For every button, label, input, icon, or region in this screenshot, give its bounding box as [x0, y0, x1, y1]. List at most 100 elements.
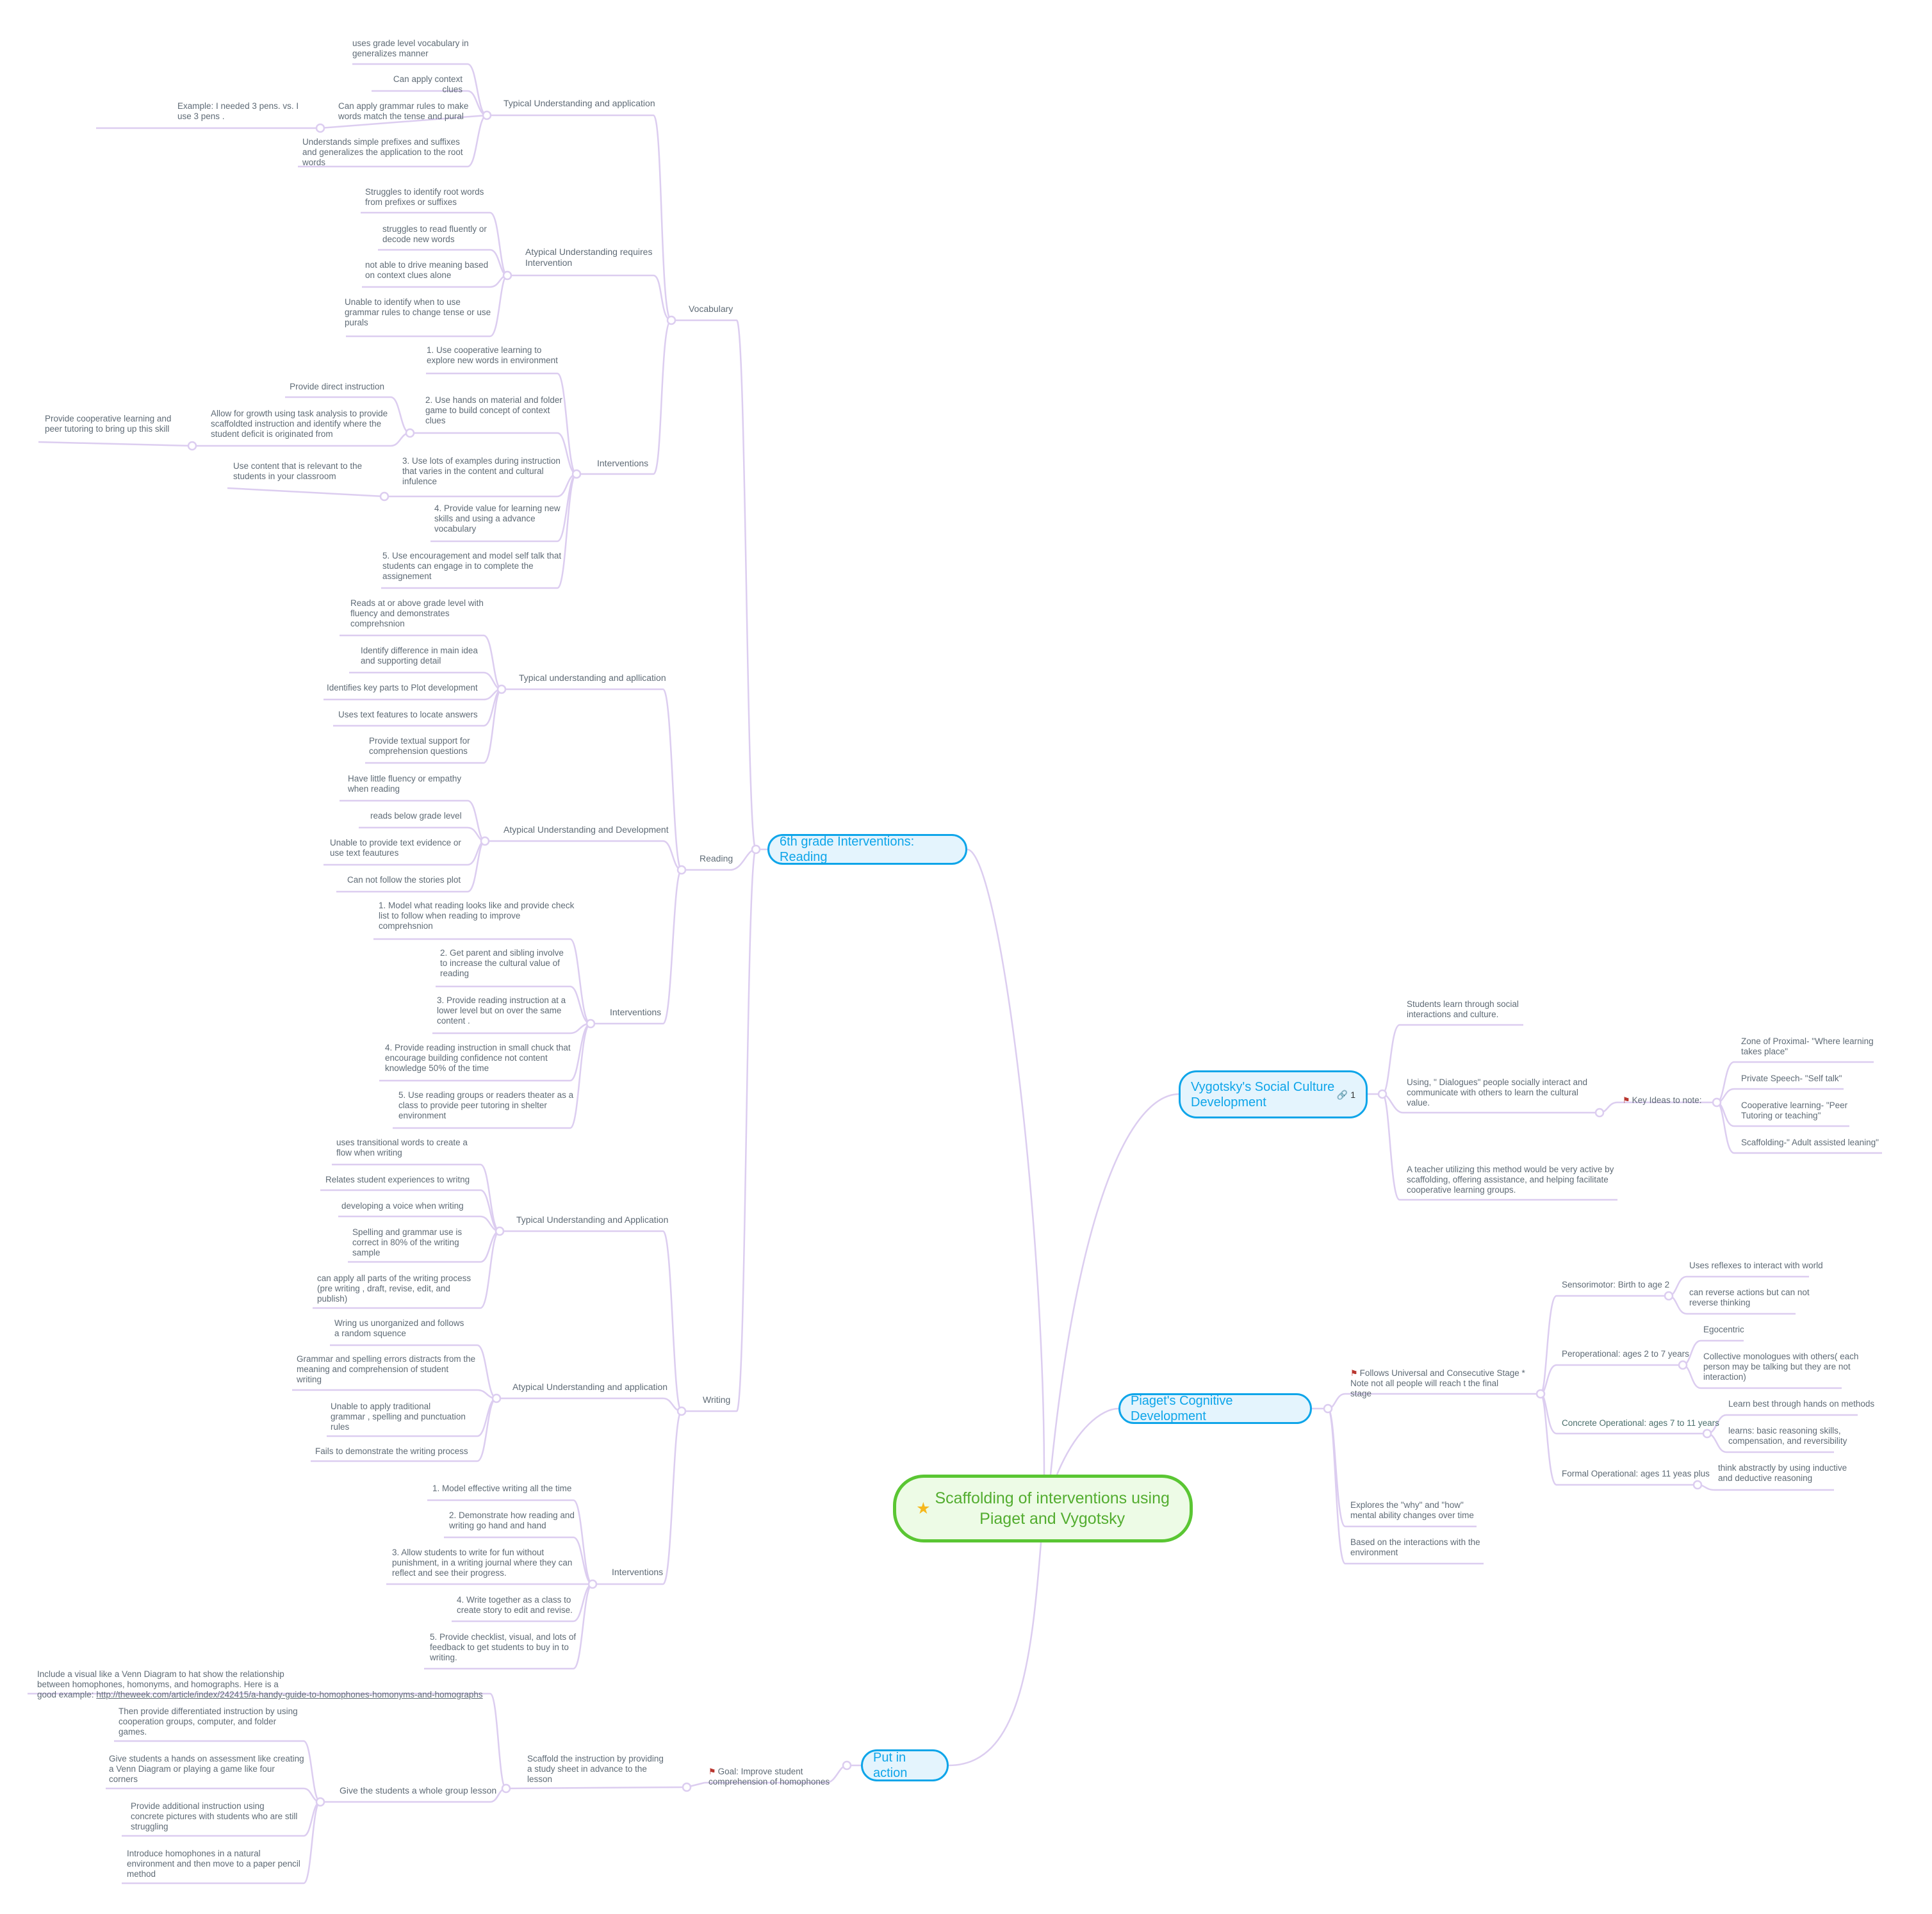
list-item[interactable]: Then provide differentiated instruction … [119, 1706, 298, 1737]
goal-node[interactable]: ⚑Goal: Improve student comprehension of … [708, 1767, 830, 1787]
list-item[interactable]: Egocentric [1703, 1325, 1744, 1334]
flag-icon: ⚑ [1623, 1095, 1630, 1105]
subtopic-reading-atypical[interactable]: Atypical Understanding and Development [503, 824, 669, 835]
list-item[interactable]: Provide cooperative learning and peer tu… [45, 414, 172, 434]
list-item[interactable]: 5. Use reading groups or readers theater… [398, 1090, 574, 1120]
list-item[interactable]: Uses text features to locate answers [338, 710, 478, 719]
central-topic[interactable]: ★ Scaffolding of interventions using Pia… [893, 1475, 1193, 1542]
subtopic-writing-interventions[interactable]: Interventions [612, 1567, 664, 1577]
list-item[interactable]: Relates student experiences to writng [325, 1175, 470, 1184]
list-item[interactable]: 5. Provide checklist, visual, and lots o… [430, 1632, 577, 1662]
list-item[interactable]: 2. Get parent and sibling involve to inc… [440, 948, 564, 978]
list-item[interactable]: 3. Allow students to write for fun witho… [392, 1548, 573, 1578]
key-ideas-node[interactable]: ⚑Key Ideas to note: [1623, 1095, 1702, 1105]
list-item[interactable]: 4. Provide reading instruction in small … [385, 1043, 571, 1073]
list-item[interactable]: Provide textual support for comprehensio… [369, 736, 470, 756]
list-item[interactable]: uses transitional words to create a flow… [336, 1138, 468, 1157]
list-item[interactable]: Include a visual like a Venn Diagram to … [37, 1669, 483, 1699]
list-item[interactable]: 1. Model effective writing all the time [432, 1484, 572, 1493]
list-item[interactable]: 3. Provide reading instruction at a lowe… [437, 995, 566, 1026]
list-item[interactable]: Unable to identify when to use grammar r… [345, 297, 491, 327]
list-item[interactable]: Using, " Dialogues" people socially inte… [1407, 1077, 1587, 1108]
list-item[interactable]: Unable to provide text evidence or use t… [330, 838, 461, 858]
topic-6th-grade-reading[interactable]: 6th grade Interventions: Reading [767, 834, 967, 865]
list-item[interactable]: Introduce homophones in a natural enviro… [127, 1849, 300, 1879]
list-item[interactable]: 5. Use encouragement and model self talk… [382, 551, 562, 581]
subtopic-writing-atypical[interactable]: Atypical Understanding and application [512, 1382, 668, 1392]
list-item[interactable]: reads below grade level [370, 811, 462, 821]
subtopic-whole-group[interactable]: Give the students a whole group lesson [340, 1785, 497, 1795]
list-item[interactable]: can apply all parts of the writing proce… [317, 1273, 471, 1304]
list-item[interactable]: Explores the "why" and "how" mental abil… [1350, 1500, 1474, 1520]
stage-label[interactable]: Formal Operational: ages 11 yeas plus [1562, 1469, 1710, 1478]
homophones-link[interactable]: http://theweek.com/article/index/242415/… [96, 1690, 483, 1699]
list-item[interactable]: Fails to demonstrate the writing process [315, 1446, 468, 1456]
list-item[interactable]: not able to drive meaning based on conte… [365, 260, 489, 280]
flag-icon: ⚑ [1350, 1368, 1358, 1378]
list-item[interactable]: Wring us unorganized and follows a rando… [334, 1318, 464, 1338]
subtopic-writing-typical[interactable]: Typical Understanding and Application [516, 1215, 669, 1225]
subtopic-reading-typical[interactable]: Typical understanding and apllication [519, 673, 666, 683]
list-item[interactable]: Understands simple prefixes and suffixes… [302, 137, 463, 167]
list-item[interactable]: Collective monologues with others( each … [1703, 1352, 1859, 1382]
topic-label: Piaget's Cognitive Development [1131, 1394, 1233, 1423]
stage-label[interactable]: Concrete Operational: ages 7 to 11 years [1562, 1418, 1719, 1428]
list-item[interactable]: 4. Provide value for learning new skills… [434, 503, 561, 534]
list-item[interactable]: Have little fluency or empathy when read… [348, 774, 462, 794]
list-item[interactable]: Spelling and grammar use is correct in 8… [352, 1227, 463, 1257]
list-item[interactable]: Students learn through social interactio… [1407, 999, 1519, 1019]
list-item[interactable]: Identify difference in main idea and sup… [361, 646, 478, 666]
list-item[interactable]: 3. Use lots of examples during instructi… [402, 456, 561, 486]
list-item[interactable]: Can not follow the stories plot [347, 875, 461, 885]
subtopic-vocab-atypical[interactable]: Atypical Understanding requires Interven… [525, 247, 653, 268]
list-item[interactable]: Struggles to identify root words from pr… [365, 187, 484, 207]
topic-piaget[interactable]: Piaget's Cognitive Development [1118, 1393, 1312, 1424]
list-item[interactable]: developing a voice when writing [341, 1201, 464, 1211]
list-item[interactable]: learns: basic reasoning skills, compensa… [1728, 1426, 1847, 1446]
list-item[interactable]: Uses reflexes to interact with world [1689, 1261, 1823, 1270]
list-item[interactable]: 2. Use hands on material and folder game… [425, 395, 562, 425]
subtopic-writing[interactable]: Writing [703, 1395, 731, 1405]
list-item[interactable]: Scaffolding-" Adult assisted leaning" [1741, 1138, 1879, 1147]
list-item[interactable]: Cooperative learning- "Peer Tutoring or … [1741, 1100, 1848, 1120]
list-item[interactable]: Example: I needed 3 pens. vs. I use 3 pe… [177, 101, 299, 121]
list-item[interactable]: Allow for growth using task analysis to … [211, 409, 388, 439]
list-item[interactable]: can reverse actions but can not reverse … [1689, 1288, 1810, 1307]
list-item[interactable]: Provide direct instruction [290, 382, 384, 391]
list-item[interactable]: Reads at or above grade level with fluen… [350, 598, 484, 628]
topic-vygotsky[interactable]: Vygotsky's Social Culture Development 🔗 … [1179, 1070, 1368, 1118]
list-item[interactable]: Zone of Proximal- "Where learning takes … [1741, 1036, 1874, 1056]
list-item[interactable]: Can apply grammar rules to make words ma… [338, 101, 469, 121]
link-badge[interactable]: 🔗 1 [1336, 1089, 1355, 1100]
list-item[interactable]: struggles to read fluently or decode new… [382, 224, 487, 244]
stage-label[interactable]: Peroperational: ages 2 to 7 years [1562, 1349, 1689, 1359]
list-item[interactable]: Based on the interactions with the envir… [1350, 1537, 1480, 1557]
stages-node[interactable]: ⚑Follows Universal and Consecutive Stage… [1350, 1368, 1525, 1398]
list-item[interactable]: Can apply context clues [393, 74, 463, 94]
subtopic-reading[interactable]: Reading [700, 853, 733, 863]
list-item[interactable]: Identifies key parts to Plot development [327, 683, 478, 692]
subtopic-vocabulary[interactable]: Vocabulary [689, 304, 733, 314]
list-item[interactable]: Learn best through hands on methods [1728, 1399, 1875, 1409]
list-item[interactable]: A teacher utilizing this method would be… [1407, 1165, 1614, 1195]
list-item[interactable]: Give students a hands on assessment like… [109, 1754, 304, 1784]
list-item[interactable]: think abstractly by using inductive and … [1718, 1463, 1847, 1483]
list-item[interactable]: Scaffold the instruction by providing a … [527, 1754, 664, 1784]
list-item[interactable]: Provide additional instruction using con… [131, 1801, 298, 1831]
subtopic-reading-interventions[interactable]: Interventions [610, 1007, 662, 1017]
subtopic-vocab-typical[interactable]: Typical Understanding and application [503, 98, 655, 108]
list-item[interactable]: Unable to apply traditional grammar , sp… [331, 1402, 466, 1432]
list-item[interactable]: 1. Model what reading looks like and pro… [379, 901, 575, 931]
stage-label[interactable]: Sensorimotor: Birth to age 2 [1562, 1280, 1670, 1289]
list-item[interactable]: uses grade level vocabulary in generaliz… [352, 38, 469, 58]
star-icon: ★ [916, 1500, 935, 1517]
list-item[interactable]: Private Speech- "Self talk" [1741, 1074, 1842, 1083]
topic-label: Put in action [873, 1751, 908, 1780]
list-item[interactable]: Grammar and spelling errors distracts fr… [297, 1354, 476, 1384]
list-item[interactable]: Use content that is relevant to the stud… [233, 461, 363, 481]
list-item[interactable]: 2. Demonstrate how reading and writing g… [449, 1510, 575, 1530]
list-item[interactable]: 4. Write together as a class to create s… [457, 1595, 573, 1615]
topic-put-in-action[interactable]: Put in action [861, 1749, 949, 1781]
list-item[interactable]: 1. Use cooperative learning to explore n… [427, 345, 558, 365]
subtopic-vocab-interventions[interactable]: Interventions [597, 458, 649, 468]
